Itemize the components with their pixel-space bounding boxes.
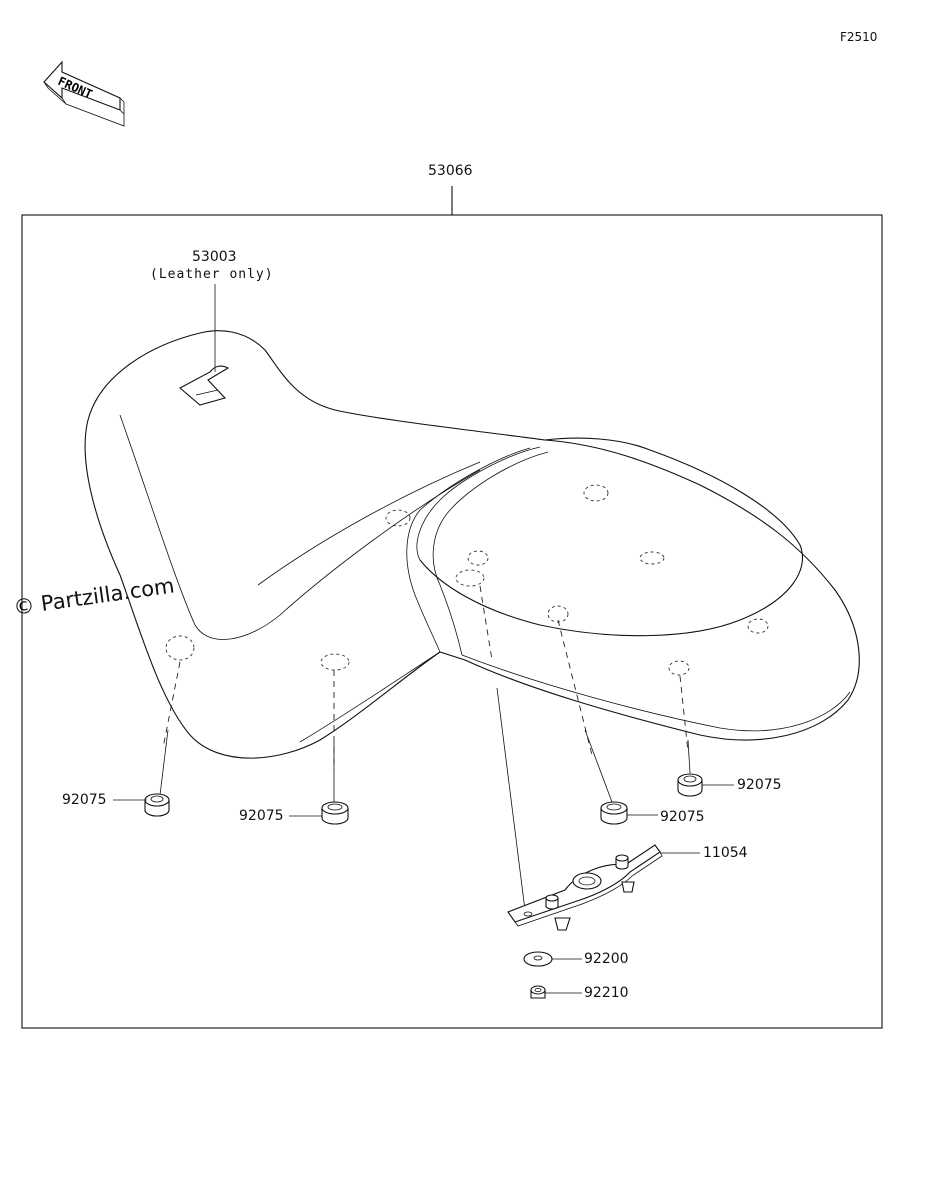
part-label-92075-4[interactable]: 92075 <box>737 777 782 793</box>
damper-icon-1[interactable] <box>144 793 170 817</box>
part-label-92210[interactable]: 92210 <box>584 985 629 1001</box>
bracket-icon[interactable] <box>507 844 663 931</box>
seat-drawing <box>84 330 860 759</box>
figure-code: F2510 <box>840 30 878 44</box>
part-label-92075-1[interactable]: 92075 <box>62 792 107 808</box>
label-leaders <box>113 284 734 994</box>
part-label-11054[interactable]: 11054 <box>703 845 748 861</box>
damper-icon-3[interactable] <box>600 801 628 825</box>
nut-icon[interactable] <box>530 985 546 999</box>
part-label-92075-3[interactable]: 92075 <box>660 809 705 825</box>
washer-icon[interactable] <box>523 951 553 967</box>
part-label-92200[interactable]: 92200 <box>584 951 629 967</box>
assembly-number-label[interactable]: 53066 <box>428 163 473 179</box>
damper-icon-2[interactable] <box>321 801 349 825</box>
mount-leaders <box>159 585 691 911</box>
damper-icon-4[interactable] <box>677 773 703 797</box>
front-arrow-icon: FRONT <box>43 60 125 127</box>
part-label-53003[interactable]: 53003 <box>192 249 237 265</box>
part-note-leather-only: (Leather only) <box>150 267 274 282</box>
assembly-frame <box>21 214 883 1029</box>
part-label-92075-2[interactable]: 92075 <box>239 808 284 824</box>
